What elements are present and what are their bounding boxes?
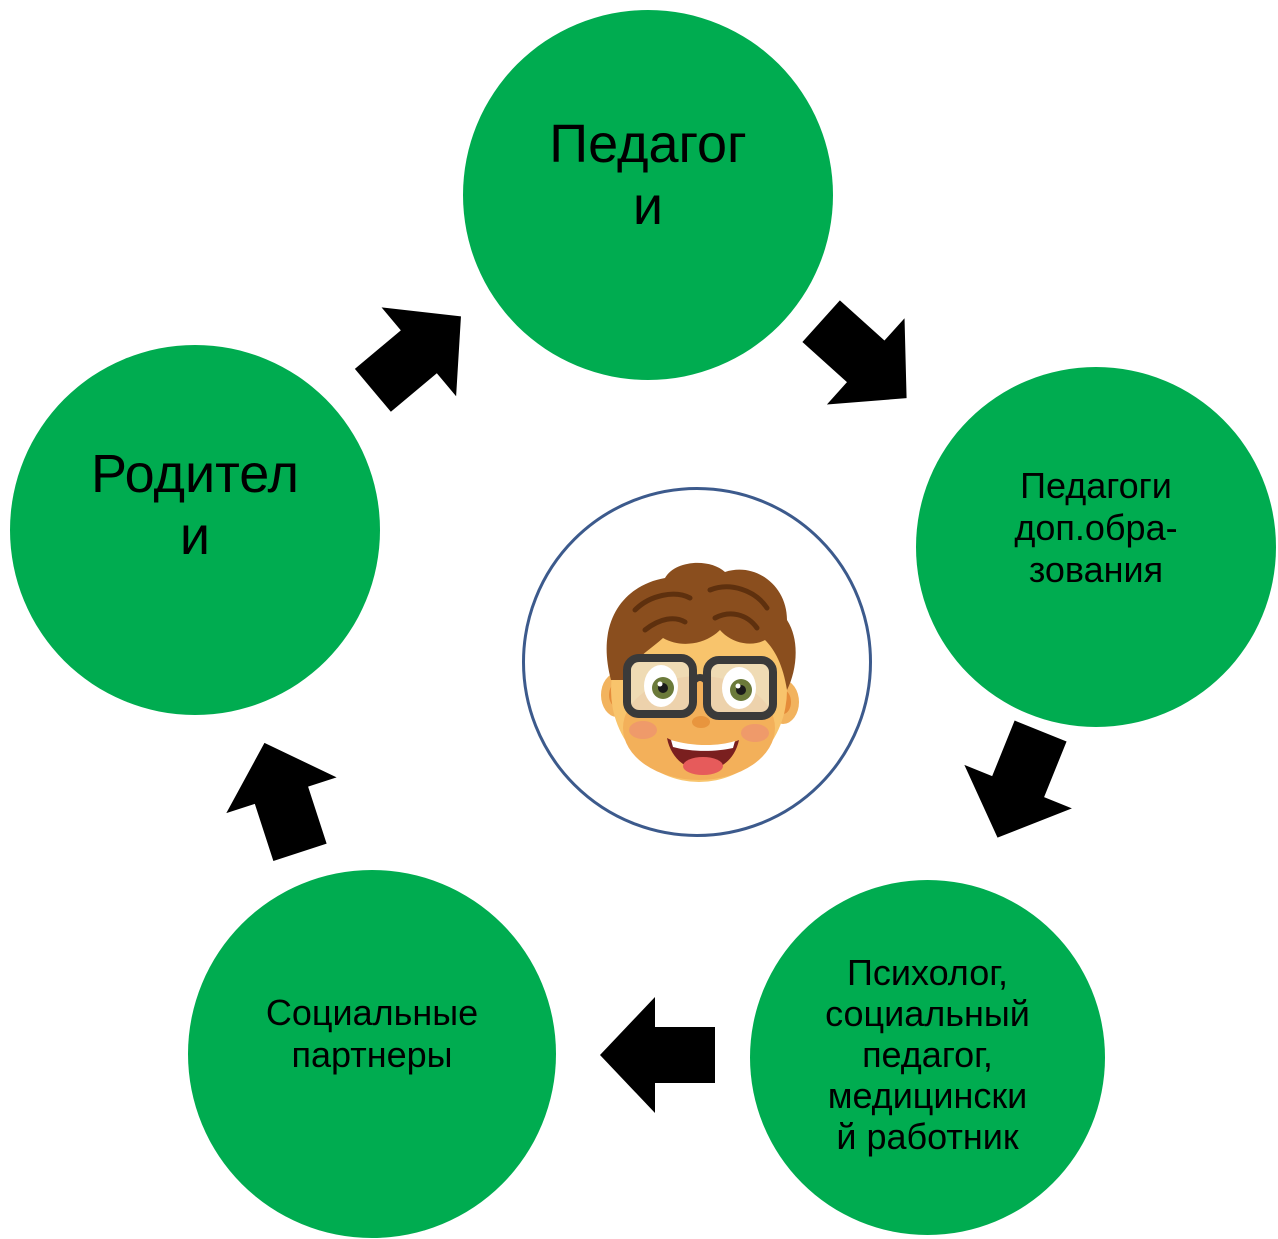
arrow-pedagogi-to-dop (802, 300, 907, 405)
arrow-parents-to-pedagogi (354, 307, 461, 412)
node-pedagogi: Педагог и (463, 10, 833, 380)
node-specialists: Психолог, социальный педагог, медицински… (750, 880, 1105, 1235)
node-parents: Родител и (10, 345, 380, 715)
node-dop-obrazovaniya-label: Педагоги доп.обра- зования (1014, 465, 1178, 590)
arrow-dop-to-specialists (964, 720, 1072, 838)
node-dop-obrazovaniya: Педагоги доп.обра- зования (916, 367, 1276, 727)
node-social-partners: Социальные партнеры (188, 870, 556, 1238)
node-specialists-label: Психолог, социальный педагог, медицински… (825, 952, 1030, 1157)
arrow-social-to-parents (226, 742, 337, 861)
node-social-partners-label: Социальные партнеры (265, 992, 479, 1075)
node-parents-label: Родител и (90, 444, 300, 566)
boy-with-glasses-icon (601, 562, 799, 782)
node-pedagogi-label: Педагог и (549, 114, 747, 236)
arrow-specialists-to-social (600, 997, 715, 1113)
center-child-circle (522, 487, 872, 837)
